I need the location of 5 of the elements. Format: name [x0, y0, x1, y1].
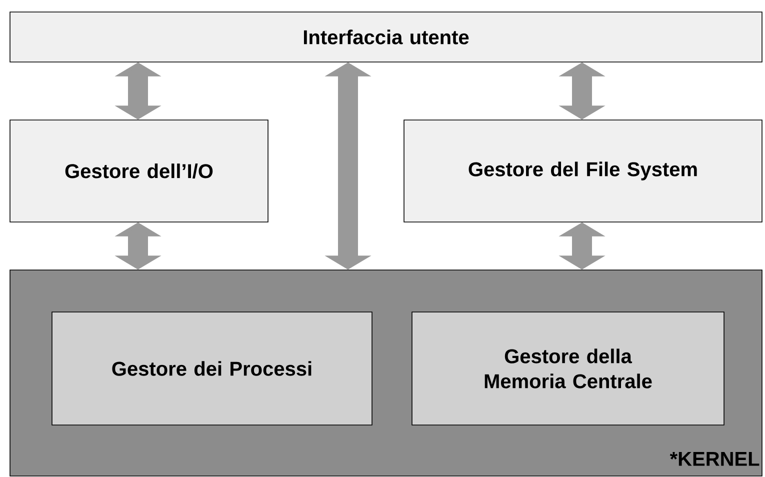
interface-box: Interfaccia utente — [10, 12, 762, 62]
manager-box: Gestore dei Processi — [52, 312, 372, 426]
manager-box: Gestore del File System — [404, 120, 762, 222]
manager-box: Gestore dell’I/O — [10, 120, 268, 222]
manager-box: Gestore della Memoria Centrale — [412, 312, 724, 426]
